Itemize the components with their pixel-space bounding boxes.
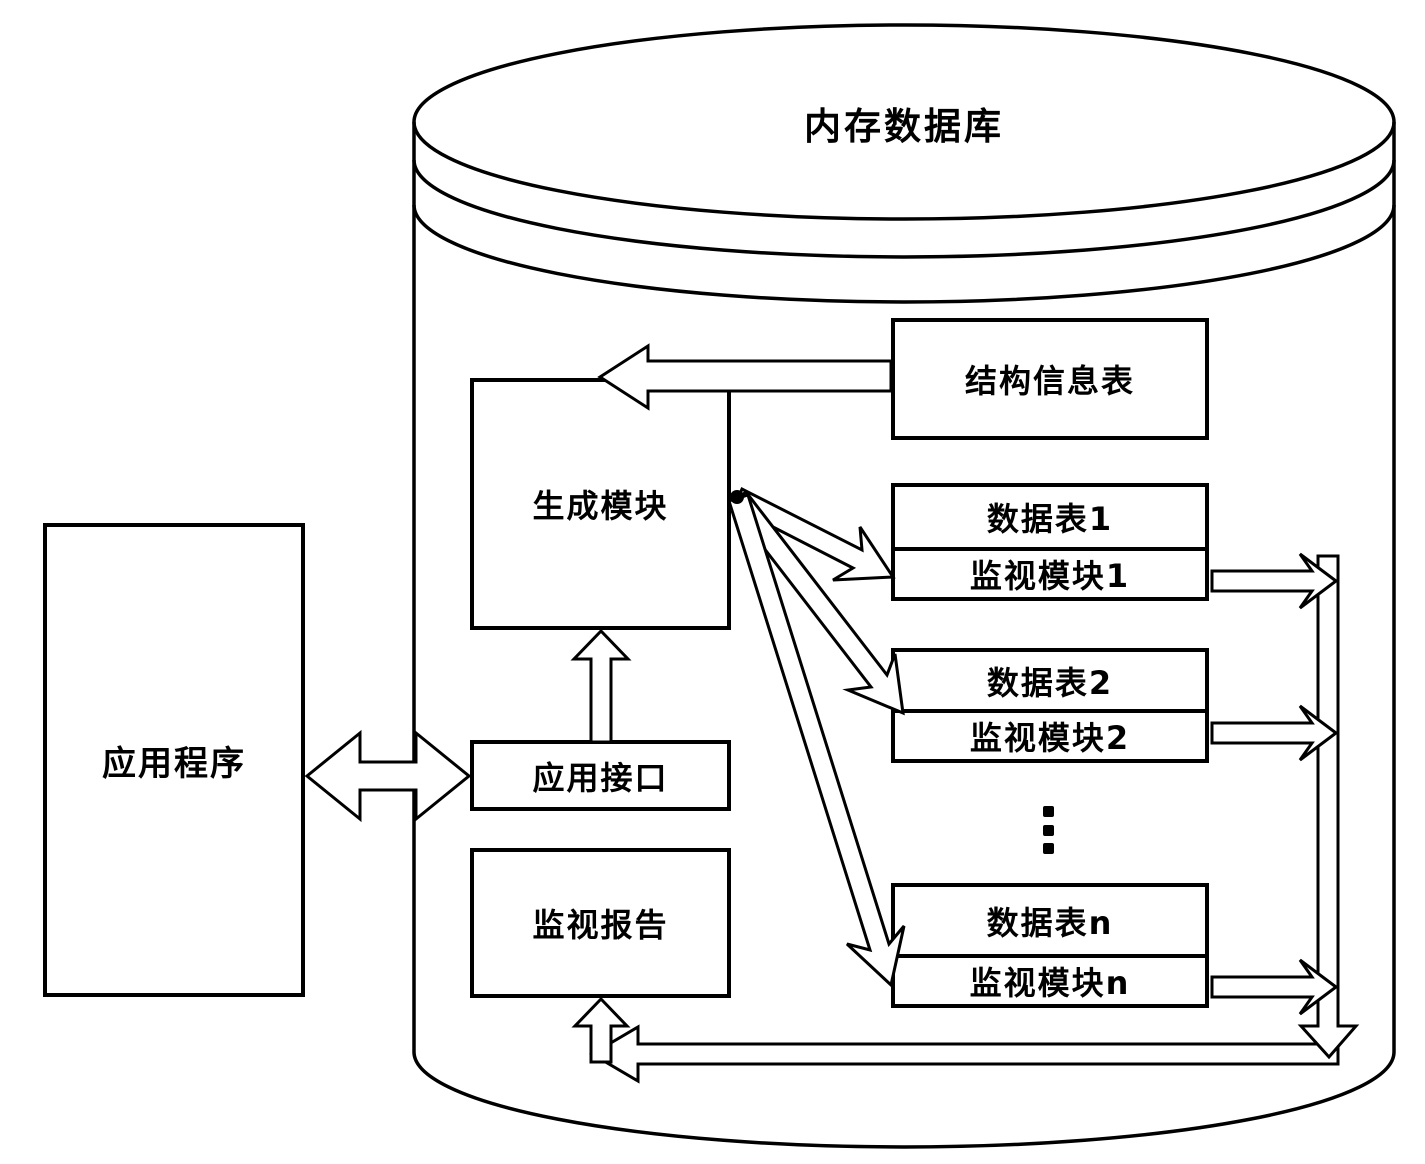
data-table-2-cell: 数据表2: [895, 652, 1205, 713]
application-box: 应用程序: [43, 523, 305, 997]
data-table-2-box: 数据表2 监视模块2: [891, 648, 1209, 763]
application-label: 应用程序: [102, 743, 246, 784]
arrow-app-api-bidirectional: [304, 729, 472, 823]
arrow-bus-to-report-horizontal: [589, 1024, 1340, 1084]
data-table-n-cell: 数据表n: [895, 887, 1205, 958]
monitor-module-2-label: 监视模块2: [969, 719, 1131, 757]
diagram-title: 内存数据库: [804, 105, 1004, 148]
monitor-module-n-cell: 监视模块n: [895, 958, 1205, 1004]
arrow-generation-to-table2: [727, 489, 905, 716]
structure-info-table-box: 结构信息表: [891, 318, 1209, 440]
arrow-api-to-generation: [570, 628, 632, 744]
arrow-monitorn-to-bus: [1210, 958, 1339, 1016]
monitor-report-box: 监视报告: [470, 848, 731, 998]
monitor-module-2-cell: 监视模块2: [895, 713, 1205, 759]
application-interface-box: 应用接口: [470, 740, 731, 811]
arrow-generation-to-table1: [732, 486, 896, 582]
vertical-ellipsis: [1043, 806, 1055, 854]
generation-module-box: 生成模块: [470, 378, 731, 630]
data-table-1-cell: 数据表1: [895, 487, 1205, 551]
data-table-1-label: 数据表1: [986, 500, 1114, 538]
monitor-module-n-label: 监视模块n: [969, 964, 1131, 1002]
monitor-module-1-label: 监视模块1: [969, 557, 1131, 595]
structure-info-table-label: 结构信息表: [964, 362, 1135, 400]
data-table-2-label: 数据表2: [986, 663, 1114, 702]
application-interface-label: 应用接口: [532, 758, 669, 797]
data-table-n-label: 数据表n: [986, 903, 1114, 942]
monitor-module-1-cell: 监视模块1: [895, 551, 1205, 597]
cylinder-bottom-arc: [412, 1051, 1396, 1149]
arrow-monitor1-to-bus: [1210, 552, 1339, 610]
arrow-monitor-bus-vertical: [1297, 554, 1360, 1060]
arrow-monitor2-to-bus: [1210, 704, 1339, 762]
data-table-1-box: 数据表1 监视模块1: [891, 483, 1209, 601]
cylinder-rim-arc-1: [412, 159, 1396, 259]
cylinder-rim-arc-2: [412, 204, 1396, 304]
arrow-into-monitor-report: [571, 996, 631, 1064]
data-table-n-box: 数据表n 监视模块n: [891, 883, 1209, 1008]
monitor-report-label: 监视报告: [532, 906, 669, 944]
fanout-origin-dot: [730, 490, 744, 504]
generation-module-label: 生成模块: [532, 487, 669, 525]
arrow-generation-to-tablen: [727, 493, 906, 988]
